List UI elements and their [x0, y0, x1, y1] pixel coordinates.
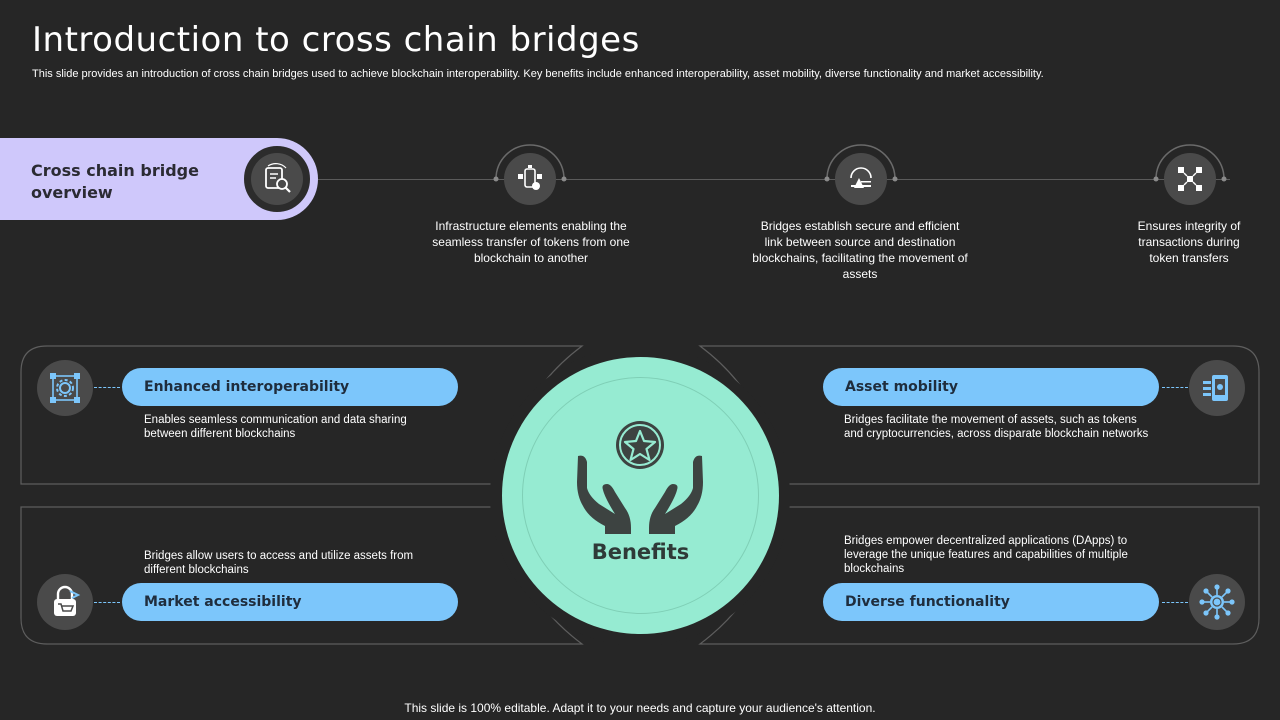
globe-network-icon: [1189, 574, 1245, 630]
benefits-inner-ring: [522, 377, 759, 614]
connector-dash: [94, 387, 120, 388]
footer-note: This slide is 100% editable. Adapt it to…: [404, 701, 876, 715]
timeline-line: [318, 179, 1230, 180]
asset-mobility-desc: Bridges facilitate the movement of asset…: [844, 414, 1149, 440]
diverse-functionality-desc: Bridges empower decentralized applicatio…: [844, 535, 1128, 575]
lock-cart-icon: [37, 574, 93, 630]
overview-label: Cross chain bridge overview: [31, 161, 199, 202]
page-title: Introduction to cross chain bridges: [32, 20, 640, 60]
step-node-1: [492, 141, 568, 217]
connector-dash: [1162, 387, 1188, 388]
benefits-label: Benefits: [591, 540, 690, 564]
diverse-functionality-pill: Diverse functionality: [823, 583, 1159, 621]
market-accessibility-pill: Market accessibility: [122, 583, 458, 621]
step-node-3: [1152, 141, 1228, 217]
gear-network-icon: [37, 360, 93, 416]
connector-dash: [94, 602, 120, 603]
page-subtitle: This slide provides an introduction of c…: [32, 68, 1044, 80]
enhanced-interoperability-desc: Enables seamless communication and data …: [144, 414, 407, 440]
step-node-2: [823, 141, 899, 217]
step-text-3: Ensures integrity of transactions during…: [1137, 219, 1241, 265]
enhanced-interoperability-pill: Enhanced interoperability: [122, 368, 458, 406]
network-blocks-icon: [1164, 153, 1216, 205]
step-text-1: Infrastructure elements enabling the sea…: [432, 219, 630, 265]
mobile-transfer-icon: [1189, 360, 1245, 416]
document-search-icon: [251, 153, 303, 205]
market-accessibility-desc: Bridges allow users to access and utiliz…: [144, 550, 414, 576]
hands-star-icon: [575, 418, 705, 541]
mobile-blockchain-icon: [504, 153, 556, 205]
asset-mobility-pill: Asset mobility: [823, 368, 1159, 406]
bridge-icon: [835, 153, 887, 205]
connector-dash: [1162, 602, 1188, 603]
step-text-2: Bridges establish secure and efficient l…: [752, 219, 968, 281]
